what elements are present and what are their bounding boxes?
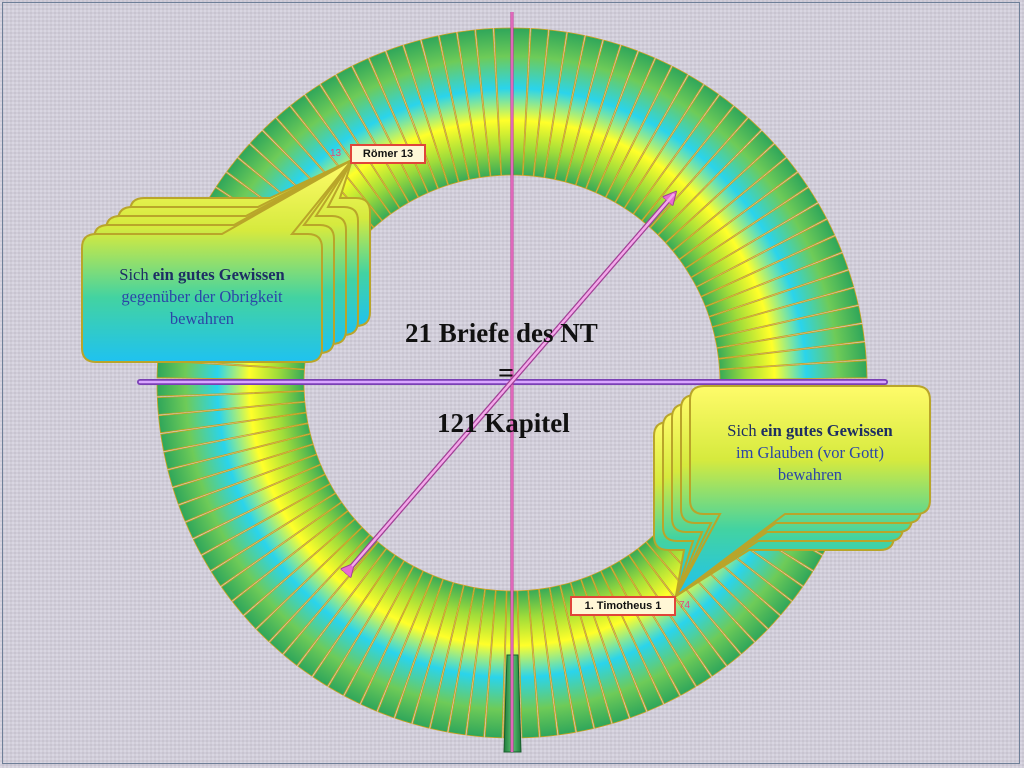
chapter-segment [696, 219, 836, 297]
chapter-segment [412, 582, 464, 729]
chapter-segment [585, 50, 656, 194]
chapter-segment [167, 433, 314, 488]
callout-emphasis: ein gutes Gewissen [760, 421, 893, 440]
chapter-segment [484, 589, 507, 739]
chapter-segment [201, 483, 336, 571]
callout-line-2: gegenüber der Obrigkeit [121, 287, 283, 306]
chapter-segment [430, 584, 475, 733]
chapter-segment [394, 578, 454, 724]
chapter-segment [538, 587, 576, 736]
callout-card [81, 159, 353, 363]
diagram-title: 21 Briefe des NT [405, 318, 598, 348]
chapter-segment [439, 31, 480, 180]
callout-line-2: im Glauben (vor Gott) [735, 443, 884, 462]
diagonal-arrow-highlight [351, 193, 675, 567]
chapter-segment [475, 28, 502, 177]
chapter-segment [719, 360, 868, 381]
chapter-segment [466, 588, 496, 738]
chapter-segment [172, 444, 318, 505]
chapter-segment [517, 589, 540, 739]
chapter-segment [533, 29, 567, 178]
chapter-segment [708, 269, 855, 328]
chapter-segment [156, 391, 306, 415]
chapter-segment [457, 29, 491, 178]
chapter-segment [705, 252, 849, 317]
chapter-segment [522, 28, 549, 177]
chapter-segment [700, 235, 843, 307]
callout-stack-bottom-right [653, 385, 931, 599]
ref-number-top: 13 [330, 148, 342, 159]
chapter-segment [690, 202, 828, 288]
chapters-label: 121 Kapitel [437, 408, 570, 438]
equals-sign: = [498, 358, 514, 389]
chapter-segment [544, 31, 585, 180]
chapter-segment [679, 172, 809, 269]
chapter-segment [192, 474, 331, 556]
chapter-segment [575, 44, 639, 189]
callout-card [675, 385, 931, 597]
callout-text-top-left: Sich ein gutes Gewissen gegenüber der Ob… [82, 264, 322, 330]
chapter-segment [716, 323, 865, 359]
chapter-segment [385, 44, 449, 189]
chapter-segment [711, 287, 859, 338]
chapter-segment [160, 412, 309, 452]
chapter-segment [714, 305, 863, 349]
chapter-segment [448, 587, 486, 736]
chapter-segment [685, 187, 819, 278]
chapter-segment [210, 492, 342, 587]
chapter-segment [718, 341, 867, 370]
callout-stack-top-left [81, 157, 371, 363]
chapter-segment [560, 582, 612, 729]
ref-label-bottom: 1. Timotheus 1 [570, 596, 676, 616]
chapter-segment [554, 35, 603, 183]
chapter-segment [528, 588, 558, 738]
callout-line-1: Sich ein gutes Gewissen [119, 265, 285, 284]
chapter-segment [403, 39, 459, 186]
chapter-segment [511, 27, 531, 176]
callout-line-1: Sich ein gutes Gewissen [727, 421, 893, 440]
callout-emphasis: ein gutes Gewissen [152, 265, 285, 284]
ref-label-top: Römer 13 [350, 144, 426, 164]
chapter-segment [163, 423, 311, 470]
chapter-segment [158, 401, 307, 434]
chapter-segment [421, 35, 470, 183]
callout-line-3: bewahren [777, 465, 843, 484]
chapter-segment [549, 584, 594, 733]
chapter-segment [178, 454, 321, 522]
ref-number-bottom: 74 [679, 600, 691, 611]
chapter-segment [565, 39, 621, 186]
callout-text-bottom-right: Sich ein gutes Gewissen im Glauben (vor … [690, 420, 930, 486]
chapter-segment [185, 464, 326, 539]
callout-line-3: bewahren [169, 309, 235, 328]
